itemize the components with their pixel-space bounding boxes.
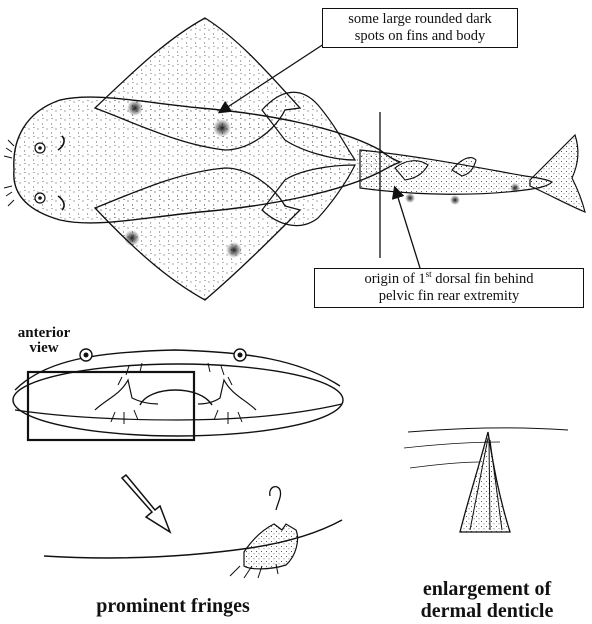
zoom-arrow-icon <box>122 475 170 532</box>
denticle-enlargement <box>404 428 568 532</box>
spots-callout: some large rounded dark spots on fins an… <box>322 8 518 48</box>
spots-callout-line1: some large rounded dark <box>327 11 513 28</box>
shark-dorsal-view <box>4 18 585 300</box>
fringe-zoom-box <box>28 372 194 440</box>
fringe-enlargement <box>44 487 342 578</box>
prominent-fringes-label: prominent fringes <box>58 595 288 618</box>
dorsal-callout: origin of 1st dorsal fin behind pelvic f… <box>314 268 584 308</box>
dorsal-callout-line2: pelvic fin rear extremity <box>319 288 579 305</box>
spots-callout-line2: spots on fins and body <box>327 28 513 45</box>
dorsal-callout-line1: origin of 1st dorsal fin behind <box>319 271 579 288</box>
denticle-label: enlargement of dermal denticle <box>392 578 582 622</box>
anterior-view-label: anterior view <box>4 326 84 356</box>
head-anterior-view <box>13 349 343 436</box>
